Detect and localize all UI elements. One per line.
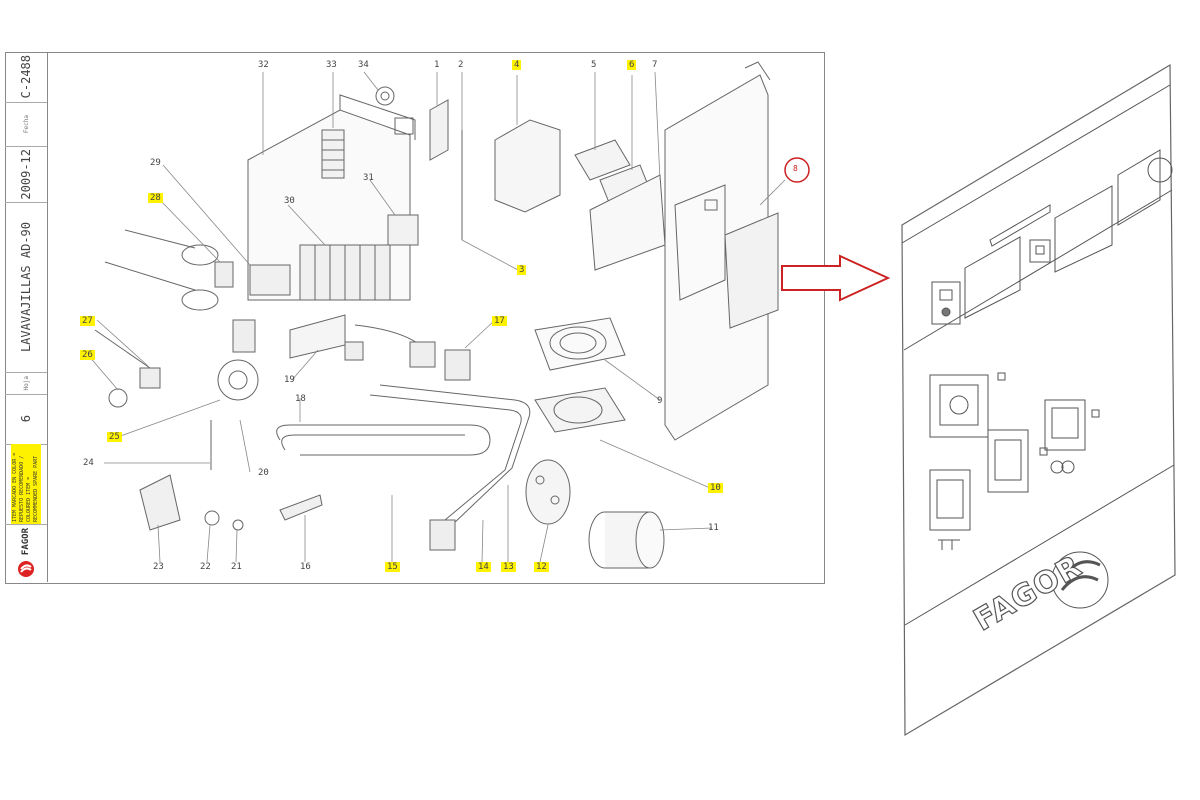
callout-17: 17 <box>492 316 507 326</box>
sheet-label-cell: Hoja <box>5 372 47 395</box>
callout-16: 16 <box>300 562 311 572</box>
callout-20: 20 <box>258 468 269 478</box>
note-cell: ITEM MARCADO EN COLOR = REPUESTO RECOMEN… <box>5 444 47 525</box>
date-cell: 2009-12 <box>5 146 47 203</box>
callout-10: 10 <box>708 483 723 493</box>
callout-15: 15 <box>385 562 400 572</box>
highlight-marker-icon <box>784 157 810 183</box>
callout-32: 32 <box>258 60 269 70</box>
callout-24: 24 <box>83 458 94 468</box>
title-cell: LAVAVAJILLAS AD-90 <box>5 202 47 373</box>
callout-18: 18 <box>295 394 306 404</box>
title-block: C-2488 Fecha 2009-12 LAVAVAJILLAS AD-90 … <box>5 52 48 582</box>
callout-13: 13 <box>501 562 516 572</box>
date-small-cell: Fecha <box>5 102 47 147</box>
callout-33: 33 <box>326 60 337 70</box>
callout-28: 28 <box>148 193 163 203</box>
callout-19: 19 <box>284 375 295 385</box>
callout-23: 23 <box>153 562 164 572</box>
callout-8: 8 <box>793 164 798 173</box>
callout-12: 12 <box>534 562 549 572</box>
drawing-code-cell: C-2488 <box>5 52 47 103</box>
callout-11: 11 <box>708 523 719 533</box>
callout-26: 26 <box>80 350 95 360</box>
callout-3: 3 <box>517 265 527 275</box>
brand-cell: FAGOR <box>5 524 47 582</box>
arrow-right-icon <box>781 254 891 302</box>
callout-21: 21 <box>231 562 242 572</box>
callout-30: 30 <box>284 196 295 206</box>
callout-7: 7 <box>652 60 658 70</box>
callout-34: 34 <box>358 60 369 70</box>
control-panel-enlarged <box>901 63 1176 737</box>
callout-5: 5 <box>591 60 597 70</box>
callout-9: 9 <box>657 396 663 406</box>
callout-4: 4 <box>512 60 522 70</box>
callout-25: 25 <box>107 432 122 442</box>
terminal-block-part <box>321 129 345 179</box>
callout-22: 22 <box>200 562 211 572</box>
callout-2: 2 <box>458 60 464 70</box>
callout-27: 27 <box>80 316 95 326</box>
callout-6: 6 <box>627 60 637 70</box>
callout-29: 29 <box>150 158 161 168</box>
callout-31: 31 <box>363 173 374 183</box>
fagor-logo-icon <box>18 560 34 577</box>
callout-1: 1 <box>434 60 440 70</box>
callout-14: 14 <box>476 562 491 572</box>
